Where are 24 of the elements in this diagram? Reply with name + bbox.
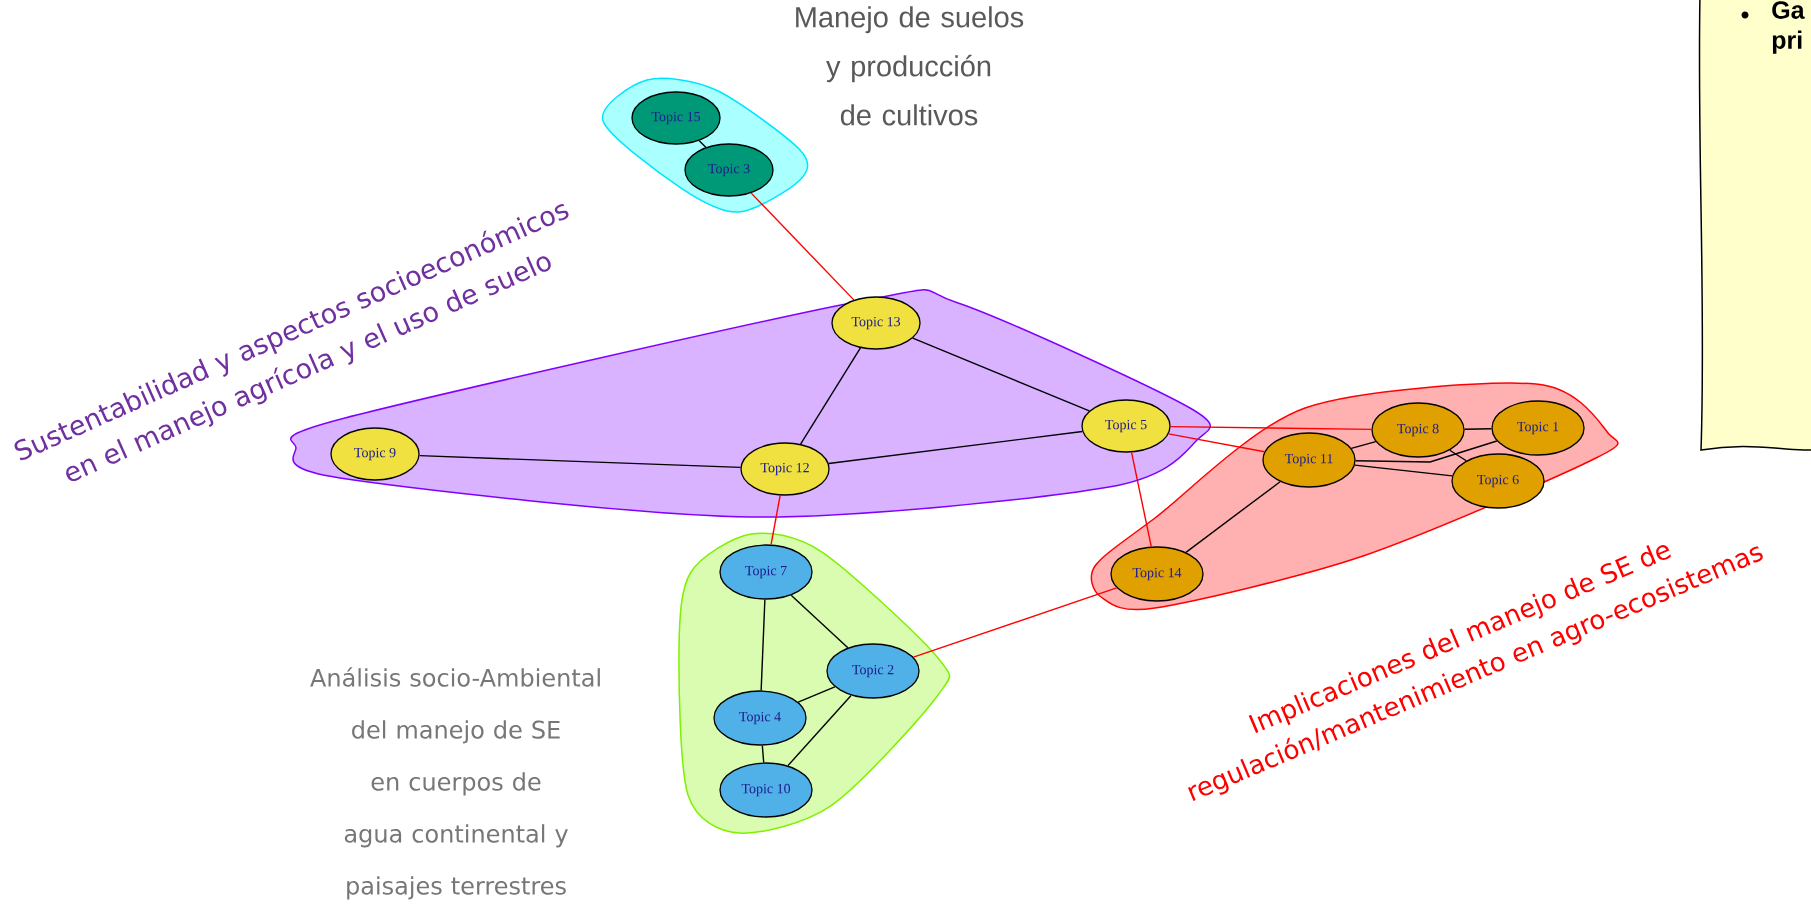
connector-line <box>1130 451 1152 548</box>
connector-line <box>1185 481 1281 554</box>
connector-line <box>787 694 852 767</box>
connector-line <box>1354 440 1498 463</box>
connector-line <box>1463 428 1493 430</box>
connector-line <box>1449 449 1467 462</box>
connector-line <box>418 454 742 469</box>
connector-line <box>1167 433 1266 453</box>
connector-line <box>828 430 1084 465</box>
connector-line <box>797 686 836 703</box>
connector-line <box>750 192 855 301</box>
connector-line <box>760 598 766 692</box>
note-card: Ga pri <box>1698 0 1811 451</box>
connector-line <box>1350 440 1377 450</box>
connector-line <box>790 594 849 649</box>
connector-line <box>698 140 707 148</box>
cluster-label: Manejo de suelos y producción de cultivos <box>796 6 1024 126</box>
connector-line <box>912 337 1090 412</box>
connector-line <box>1354 464 1453 477</box>
connector-line <box>1169 425 1373 431</box>
connector-line <box>912 587 1118 658</box>
cluster-label: Análisis socio-Ambiental del manejo de SE en cuerpos de agua continental y paisajes terrestres <box>310 667 600 900</box>
connector-line <box>761 744 765 764</box>
connector-line <box>799 347 862 445</box>
